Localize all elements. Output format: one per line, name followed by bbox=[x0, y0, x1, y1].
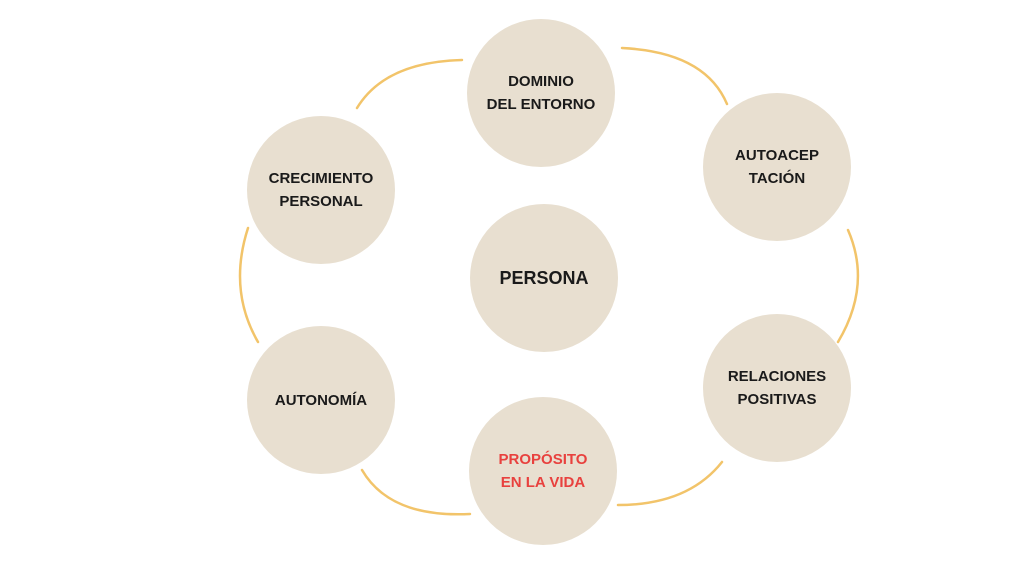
arc-dominio-autoaceptacion bbox=[620, 46, 729, 106]
node-autoaceptacion: AUTOACEP TACIÓN bbox=[703, 93, 851, 241]
node-dominio: DOMINIO DEL ENTORNO bbox=[467, 19, 615, 167]
node-label: AUTOACEP TACIÓN bbox=[735, 147, 819, 187]
arc-crecimiento-dominio bbox=[355, 58, 464, 110]
node-label: CRECIMIENTO PERSONAL bbox=[268, 170, 374, 210]
node-relaciones: RELACIONES POSITIVAS bbox=[703, 314, 851, 462]
node-label: AUTONOMÍA bbox=[274, 391, 368, 409]
node-crecimiento: CRECIMIENTO PERSONAL bbox=[247, 116, 395, 264]
node-proposito: PROPÓSITO EN LA VIDA bbox=[469, 397, 617, 545]
center-label: PERSONA bbox=[499, 267, 589, 288]
node-autonomia: AUTONOMÍA bbox=[247, 326, 395, 474]
arc-relaciones-proposito bbox=[616, 460, 724, 507]
arc-autoaceptacion-relaciones bbox=[836, 228, 860, 344]
node-label: DOMINIO DEL ENTORNO bbox=[486, 73, 596, 113]
arc-proposito-autonomia bbox=[360, 468, 472, 516]
node-label: PROPÓSITO EN LA VIDA bbox=[498, 451, 588, 491]
node-label: RELACIONES POSITIVAS bbox=[727, 368, 827, 408]
arc-autonomia-crecimiento bbox=[238, 226, 260, 344]
node-persona: PERSONA bbox=[470, 204, 618, 352]
